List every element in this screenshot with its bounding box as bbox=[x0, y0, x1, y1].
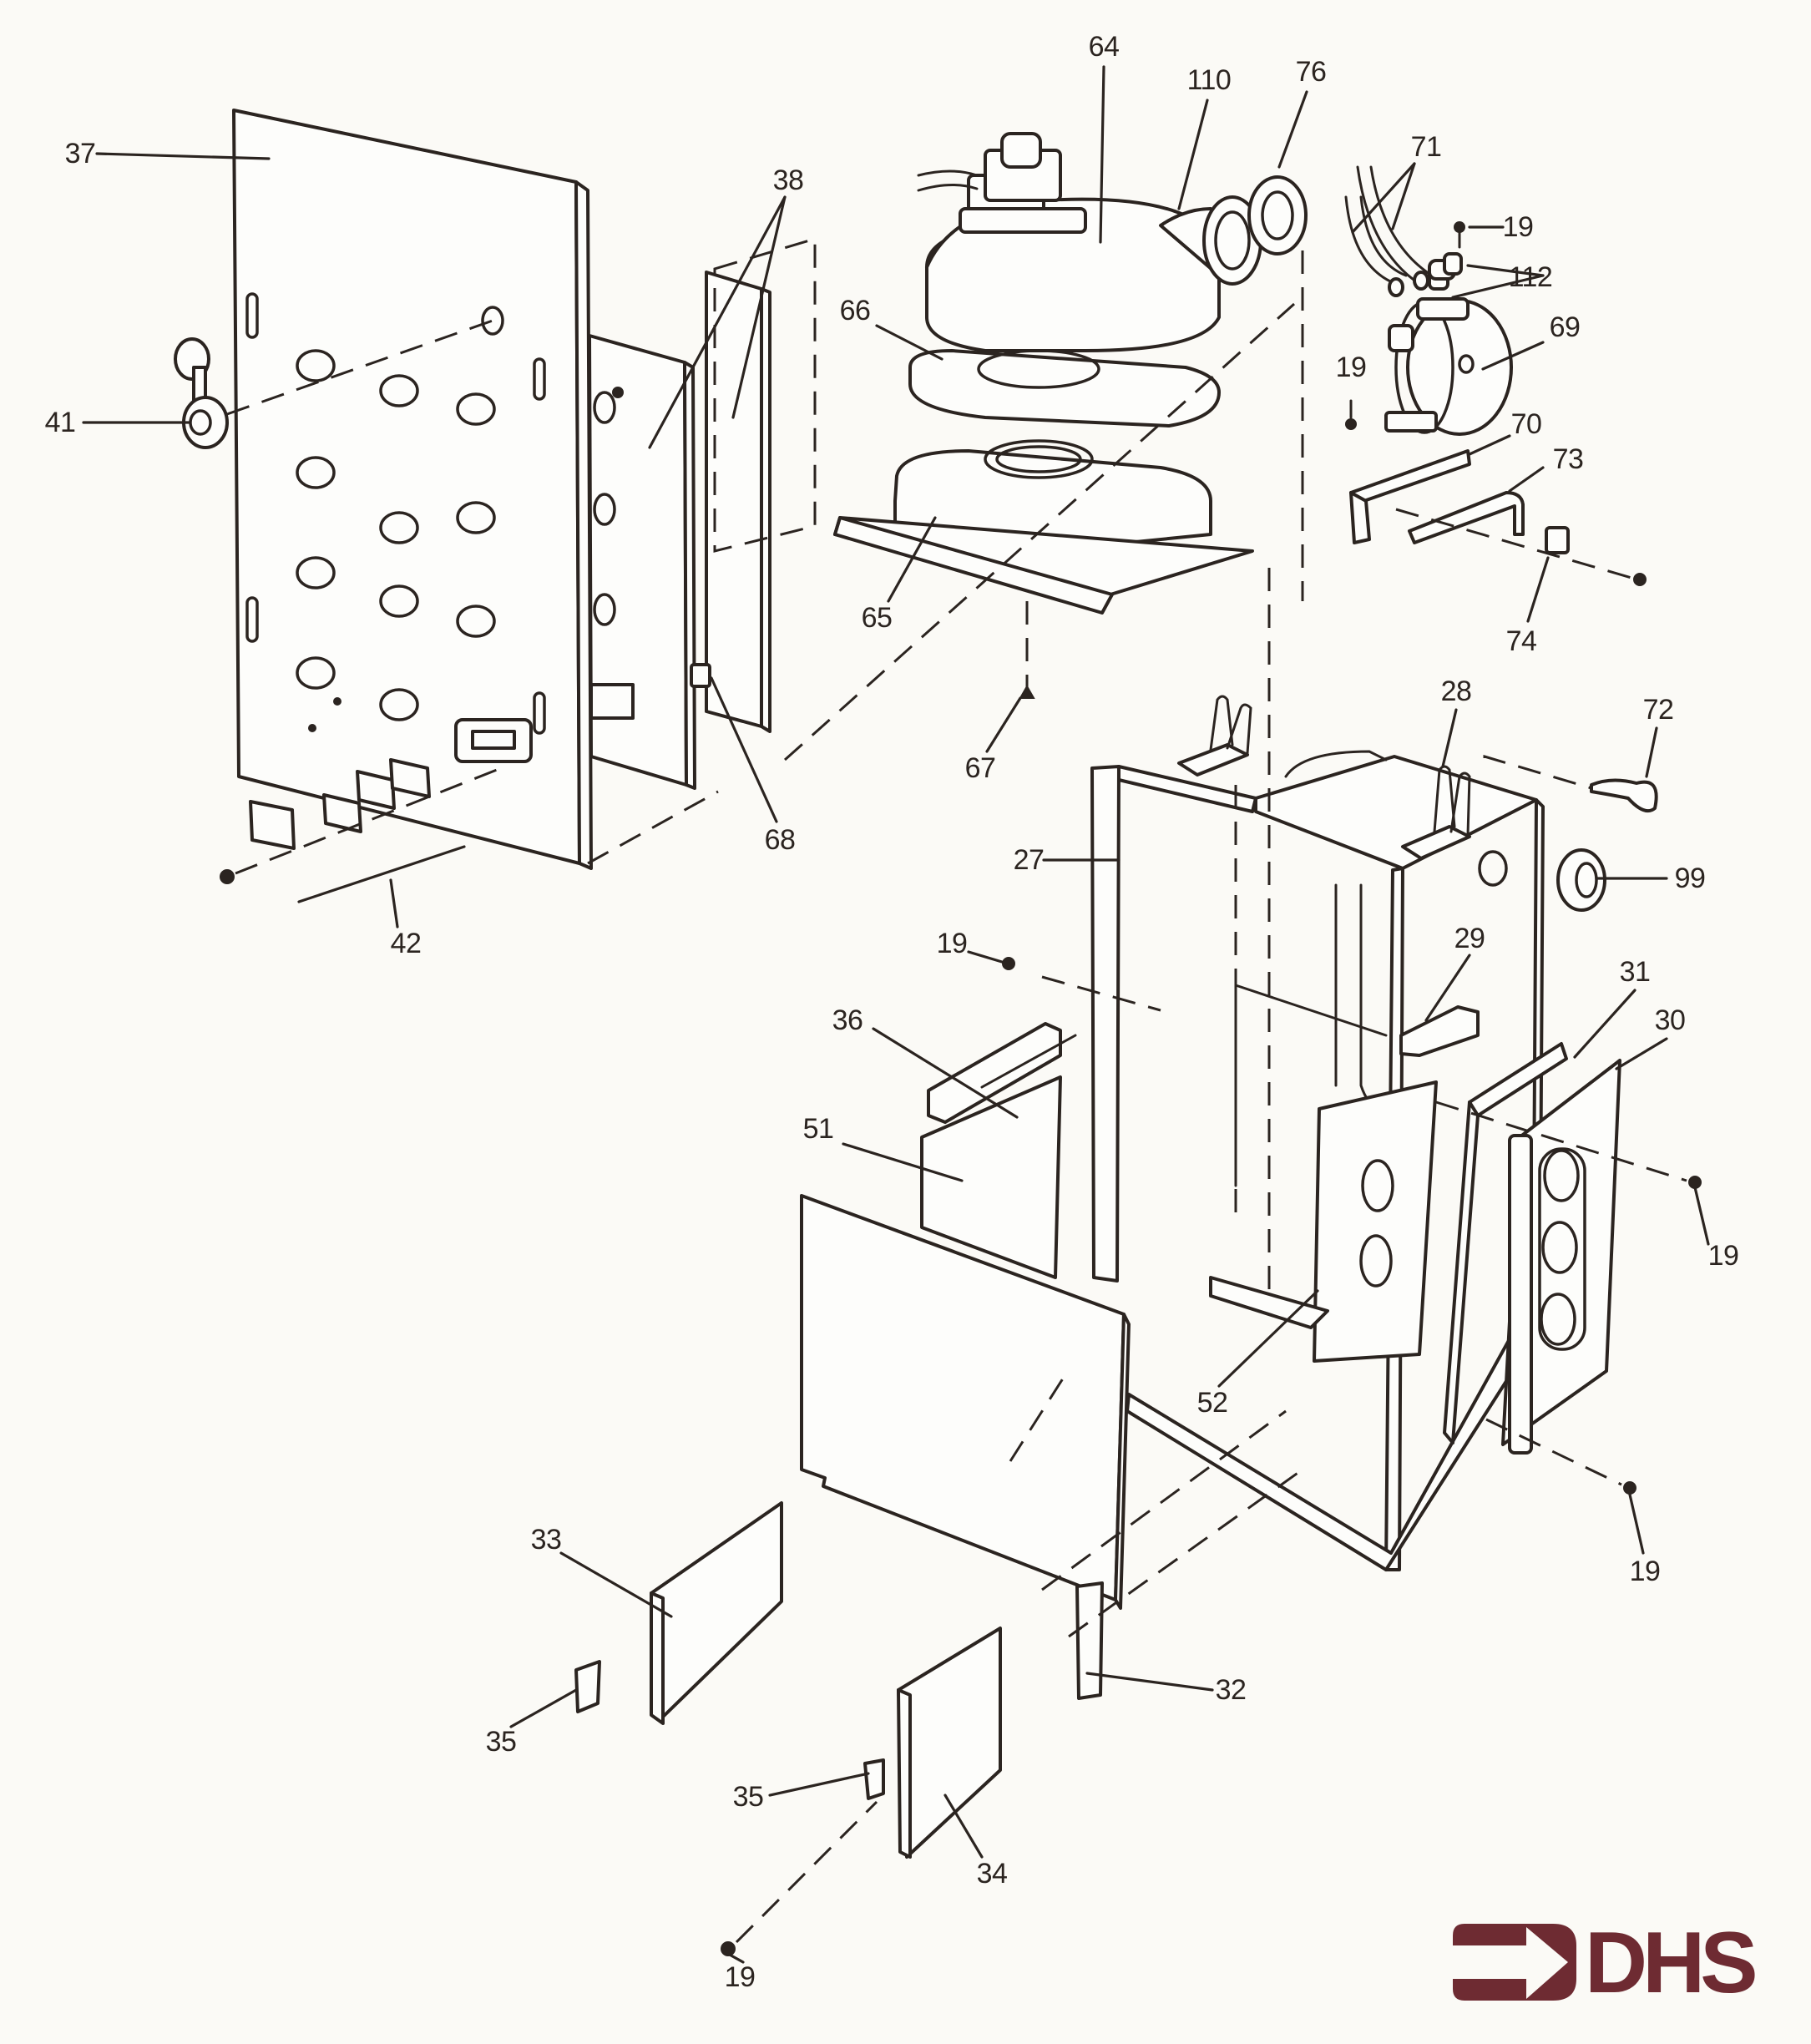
callout-71[interactable]: 71 bbox=[1410, 131, 1442, 163]
part-51-panel[interactable] bbox=[920, 1075, 1062, 1279]
part-19-screw[interactable] bbox=[1454, 221, 1465, 249]
callout-73[interactable]: 73 bbox=[1552, 443, 1584, 475]
part-19-screw[interactable] bbox=[1002, 957, 1015, 970]
part-19-screw[interactable] bbox=[1345, 399, 1357, 430]
callout-38[interactable]: 38 bbox=[772, 164, 804, 196]
part-28-bracket[interactable] bbox=[1177, 695, 1252, 777]
part-72-spring-clip[interactable] bbox=[1483, 754, 1658, 812]
part-76-clamp-ring[interactable] bbox=[1247, 175, 1308, 256]
callout-35[interactable]: 35 bbox=[732, 1781, 764, 1813]
part-73-tube[interactable] bbox=[1408, 491, 1525, 544]
part-42-hinge-brackets[interactable] bbox=[220, 758, 502, 884]
callout-32[interactable]: 32 bbox=[1215, 1674, 1247, 1706]
part-38-side-panels[interactable] bbox=[588, 236, 817, 790]
part-19-screw[interactable] bbox=[721, 1800, 878, 1956]
front-lower-panel[interactable] bbox=[800, 1194, 1131, 1610]
arrow-right-icon bbox=[1453, 1924, 1576, 2001]
part-66-gasket[interactable] bbox=[908, 349, 1221, 428]
callout-27[interactable]: 27 bbox=[1013, 844, 1045, 876]
part-74-clip[interactable] bbox=[1395, 508, 1647, 586]
callout-76[interactable]: 76 bbox=[1295, 56, 1327, 88]
part-68-clip[interactable] bbox=[690, 663, 711, 688]
callout-67[interactable]: 67 bbox=[964, 752, 996, 784]
part-67-screw[interactable] bbox=[1019, 601, 1035, 699]
part-31-gasket-panel[interactable] bbox=[1443, 1042, 1568, 1444]
brand-logo: DHS bbox=[1453, 1915, 1770, 2011]
callout-51[interactable]: 51 bbox=[802, 1113, 834, 1145]
part-32-brace[interactable] bbox=[1075, 1581, 1104, 1700]
callout-99[interactable]: 99 bbox=[1674, 863, 1706, 894]
callout-72[interactable]: 72 bbox=[1642, 694, 1674, 726]
part-36-rail[interactable] bbox=[927, 1022, 1077, 1124]
callout-41[interactable]: 41 bbox=[44, 407, 76, 438]
callout-29[interactable]: 29 bbox=[1454, 923, 1485, 954]
part-70-bracket[interactable] bbox=[1301, 250, 1471, 601]
brand-name: DHS bbox=[1585, 1915, 1758, 2011]
part-52-inner-panel[interactable] bbox=[1209, 1080, 1438, 1363]
callout-19[interactable]: 19 bbox=[1629, 1556, 1661, 1587]
callout-68[interactable]: 68 bbox=[764, 824, 796, 856]
callout-74[interactable]: 74 bbox=[1505, 625, 1537, 657]
callout-36[interactable]: 36 bbox=[832, 1004, 863, 1036]
callout-35[interactable]: 35 bbox=[485, 1726, 517, 1758]
part-30-access-panel[interactable] bbox=[1501, 1059, 1621, 1455]
part-65-collector-box[interactable] bbox=[833, 439, 1254, 615]
callout-65[interactable]: 65 bbox=[861, 602, 893, 634]
part-99-grommet[interactable] bbox=[1478, 848, 1606, 912]
part-19-screw[interactable] bbox=[1485, 1418, 1636, 1495]
part-37-door-panel[interactable] bbox=[232, 109, 593, 870]
callout-70[interactable]: 70 bbox=[1510, 408, 1542, 440]
callout-19[interactable]: 19 bbox=[936, 928, 968, 959]
part-64-inducer-blower[interactable] bbox=[917, 132, 1246, 352]
callout-19[interactable]: 19 bbox=[1707, 1240, 1739, 1272]
callout-30[interactable]: 30 bbox=[1654, 1004, 1686, 1036]
part-35-clip[interactable] bbox=[574, 1660, 601, 1713]
callout-42[interactable]: 42 bbox=[390, 928, 422, 959]
blower-motor bbox=[959, 132, 1087, 234]
callout-19[interactable]: 19 bbox=[1502, 211, 1534, 243]
part-35-clip[interactable] bbox=[863, 1758, 885, 1800]
callout-28[interactable]: 28 bbox=[1440, 675, 1472, 707]
assembly-lines bbox=[587, 302, 1303, 1638]
part-112-hose-barbs[interactable] bbox=[1428, 252, 1463, 281]
callout-37[interactable]: 37 bbox=[64, 138, 96, 169]
part-71-hoses[interactable] bbox=[1344, 165, 1431, 297]
callout-31[interactable]: 31 bbox=[1619, 956, 1651, 988]
callout-69[interactable]: 69 bbox=[1549, 311, 1581, 343]
vent-holes bbox=[296, 349, 496, 721]
callout-64[interactable]: 64 bbox=[1088, 31, 1120, 63]
callout-19[interactable]: 19 bbox=[1335, 352, 1367, 383]
part-34-baffle[interactable] bbox=[897, 1627, 1002, 1859]
callout-112[interactable]: 112 bbox=[1508, 261, 1553, 293]
leader-lines bbox=[82, 65, 1710, 1964]
part-27-cabinet-frame[interactable] bbox=[1090, 750, 1545, 1571]
part-41-peep-sight[interactable] bbox=[174, 319, 493, 449]
callout-19[interactable]: 19 bbox=[724, 1961, 756, 1993]
callout-34[interactable]: 34 bbox=[976, 1858, 1008, 1890]
part-69-pressure-switch[interactable] bbox=[1384, 267, 1513, 436]
callout-52[interactable]: 52 bbox=[1196, 1387, 1228, 1419]
part-28-bracket[interactable] bbox=[1401, 765, 1471, 860]
callout-66[interactable]: 66 bbox=[839, 295, 871, 326]
callout-110[interactable]: 110 bbox=[1186, 64, 1232, 96]
part-33-baffle[interactable] bbox=[650, 1501, 783, 1725]
callout-33[interactable]: 33 bbox=[530, 1524, 562, 1556]
part-29-bracket[interactable] bbox=[1399, 1005, 1480, 1057]
